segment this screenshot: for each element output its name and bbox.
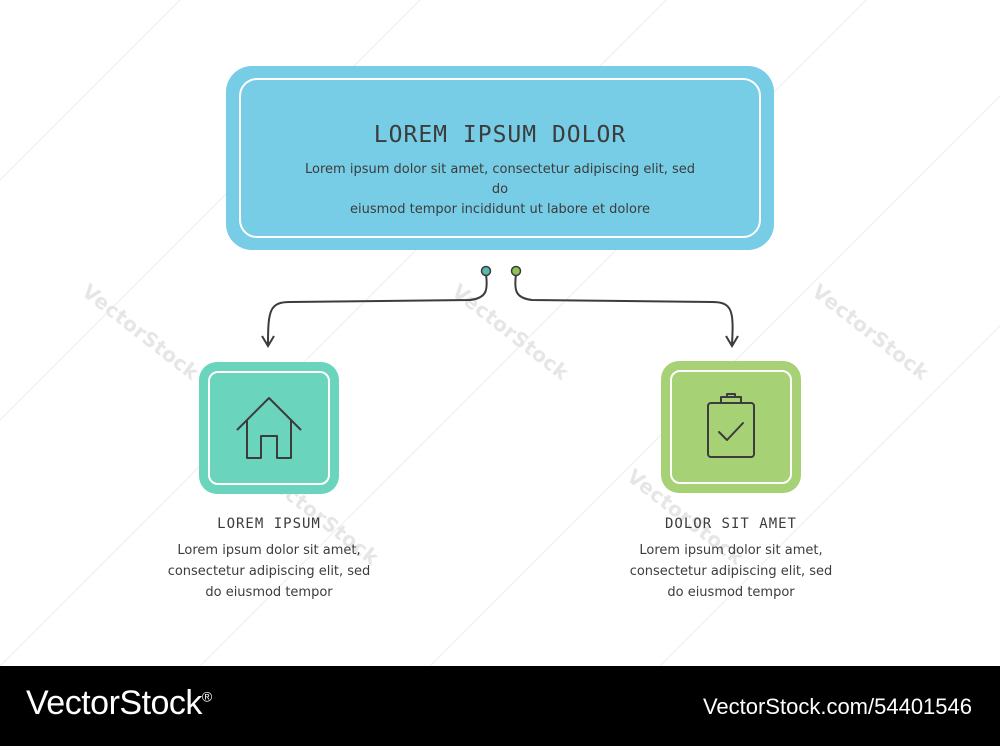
house-icon [236,397,302,459]
card-inner-border [670,370,792,484]
arrowhead-left [261,335,275,348]
arrowhead-right [725,335,739,348]
title-heading: LOREM IPSUM DOLOR [373,122,627,148]
item-body-line: do eiusmod tempor [205,585,333,600]
item-body-line: consectetur adipiscing elit, sed [167,564,371,579]
infographic-canvas: VectorStock VectorStock VectorStock Vect… [0,0,1000,666]
item-body-line: consectetur adipiscing elit, sed [629,564,833,579]
registered-mark: ® [201,688,212,705]
footer-image-id: VectorStock.com/54401546 [702,694,972,719]
connector-left [267,273,488,345]
title-body-line: Lorem ipsum dolor sit amet, consectetur … [305,162,695,197]
footer-bar: VectorStock® VectorStock.com/54401546 [0,666,1000,746]
title-body: Lorem ipsum dolor sit amet, consectetur … [298,160,702,220]
item-body-line: Lorem ipsum dolor sit amet, [177,543,361,558]
item-title-home: LOREM IPSUM [217,516,321,532]
title-box: LOREM IPSUM DOLOR Lorem ipsum dolor sit … [226,66,774,250]
card-inner-border [208,371,330,485]
item-title-clipboard: DOLOR SIT AMET [664,516,797,532]
card-clipboard [661,361,801,493]
connector-lines [261,265,739,348]
item-body-line: do eiusmod tempor [667,585,795,600]
item-body-clipboard: Lorem ipsum dolor sit amet, consectetur … [611,540,851,603]
title-body-line: eiusmod tempor incididunt ut labore et d… [350,202,650,217]
connector-dot-left [480,265,492,277]
footer-brand: VectorStock® [26,684,212,723]
connector-dot-right [510,265,522,277]
connector-right [514,273,734,345]
card-home [199,362,339,494]
footer-brand-name: VectorStock [26,684,202,722]
item-body-line: Lorem ipsum dolor sit amet, [639,543,823,558]
title-box-inner-border [239,78,761,238]
item-body-home: Lorem ipsum dolor sit amet, consectetur … [149,540,389,603]
clipboard-check-icon [707,393,755,458]
